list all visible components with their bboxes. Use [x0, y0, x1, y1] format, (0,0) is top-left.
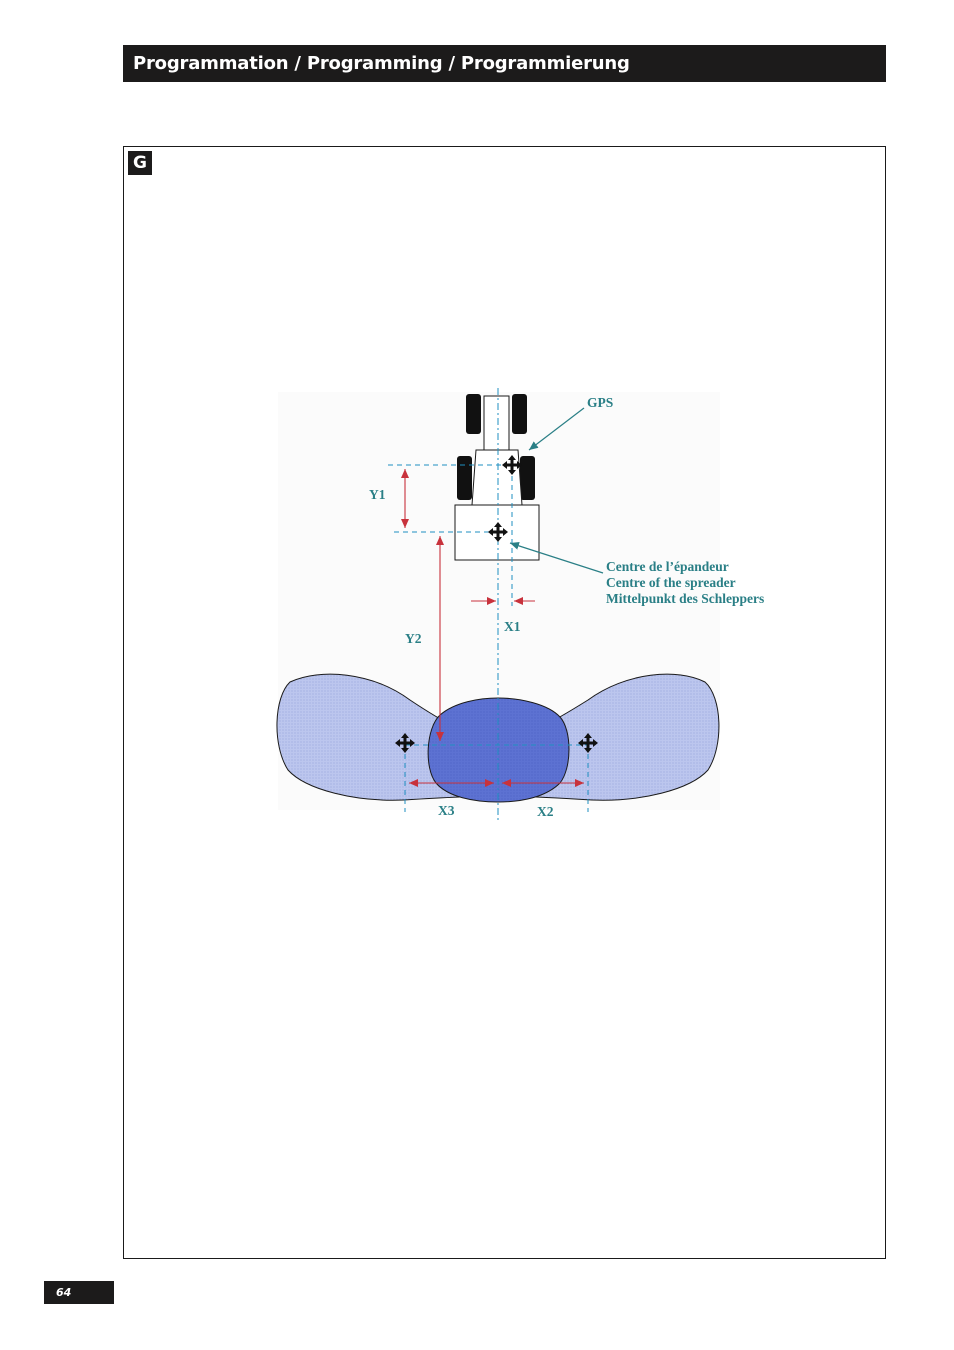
y2-label: Y2	[405, 631, 422, 646]
spreader-centre-label-fr: Centre de l’épandeur	[606, 559, 729, 574]
page-number: 64	[44, 1281, 114, 1304]
spreader-center-move-icon	[488, 522, 508, 542]
gps-leader	[528, 407, 585, 451]
spreader-centre-label-en: Centre of the spreader	[606, 575, 736, 590]
gps-label: GPS	[587, 395, 613, 410]
right-point-move-icon	[578, 733, 598, 753]
section-title: Programmation / Programming / Programmie…	[133, 53, 630, 74]
y1-label: Y1	[369, 487, 386, 502]
gps-move-icon	[502, 455, 522, 475]
x3-label: X3	[438, 803, 455, 818]
figure-frame: G	[123, 146, 886, 1259]
tractor-wheel	[457, 456, 472, 500]
spreader-centre-label-de: Mittelpunkt des Schleppers	[606, 591, 764, 606]
section-header: Programmation / Programming / Programmie…	[123, 45, 886, 82]
figure-badge: G	[128, 151, 152, 175]
x1-label: X1	[504, 619, 521, 634]
centre-leader	[509, 541, 604, 574]
inner-spread-pattern	[427, 697, 570, 803]
tractor-wheel	[512, 394, 527, 434]
tractor-hood	[483, 395, 510, 451]
tractor-wheel	[466, 394, 481, 434]
tractor-wheel	[520, 456, 535, 500]
left-point-move-icon	[395, 733, 415, 753]
x2-label: X2	[537, 804, 554, 819]
